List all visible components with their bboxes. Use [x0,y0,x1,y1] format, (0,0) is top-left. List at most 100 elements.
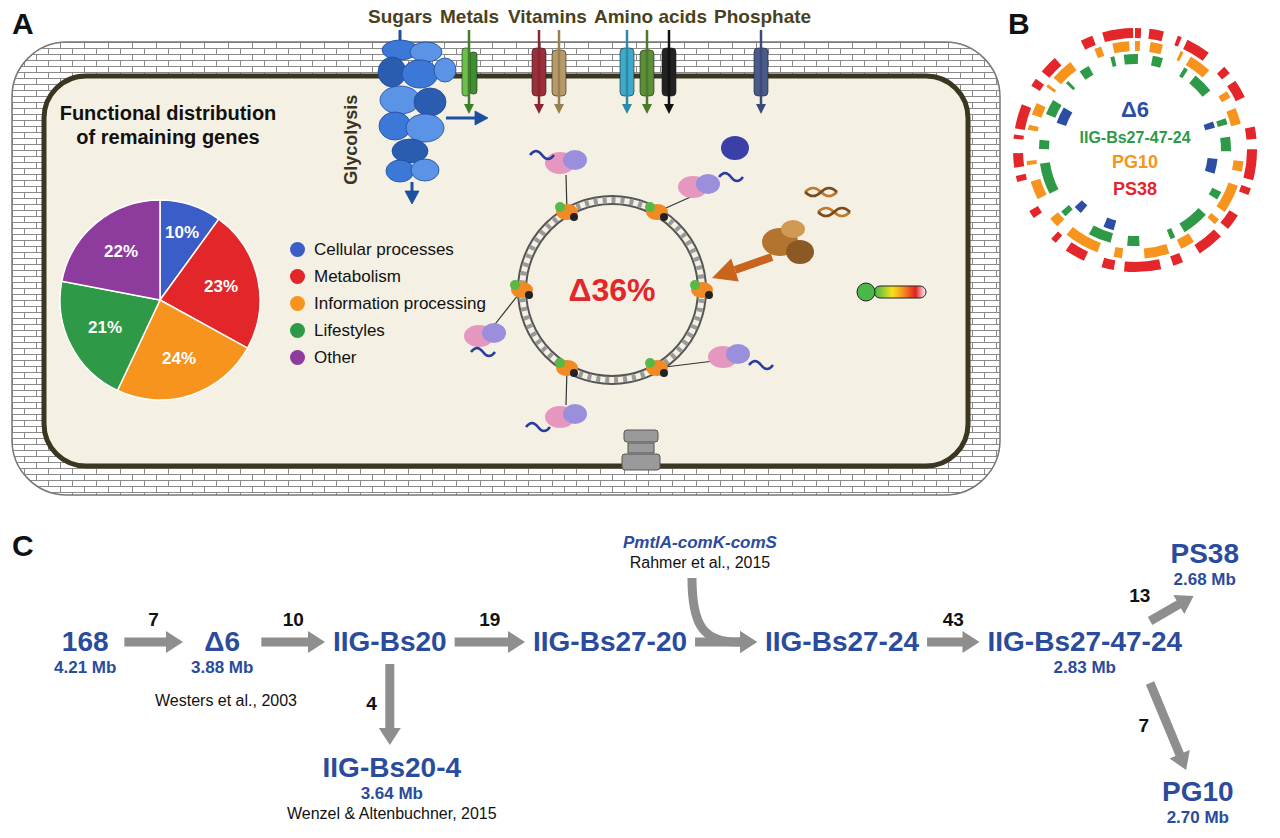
arrow-line [261,638,310,647]
arrow-line [385,664,394,730]
secretion-complex [622,430,660,470]
legend-item: Lifestyles [290,317,486,344]
legend-text: Other [314,348,357,368]
legend-text: Lifestyles [314,321,385,341]
membrane-transporters [462,48,768,96]
dna-uptake [712,188,850,281]
strain-name: IIG-Bs20 [333,626,447,658]
arrow-head [1169,750,1189,770]
substrate-label: Metals [440,6,499,29]
arrow-line [927,638,964,647]
substrate-label: Phosphate [714,6,811,29]
rna-polymerase [510,202,713,377]
strain-name: IIG-Bs27-47-24 [988,626,1183,658]
legend: Cellular processesMetabolismInformation … [290,236,486,371]
arrow-head [308,631,325,653]
genome-size: 4.21 Mb [54,658,116,678]
flow-arrow [124,631,183,653]
arrow-head [963,631,980,653]
legend-item: Cellular processes [290,236,486,263]
strain-node: Δ63.88 Mb [188,624,256,680]
strain-node: IIG-Bs27-47-242.83 Mb [985,624,1186,680]
genome-circle [518,196,706,384]
percent-label: 24% [162,349,196,369]
genome-size: 3.64 Mb [361,784,423,804]
ring-key: IIG-Bs27-47-24 [1080,128,1191,147]
ring-key: PS38 [1113,179,1157,201]
genome-size: 2.83 Mb [1054,658,1116,678]
flow-arrow [1150,595,1194,621]
citation: Westers et al., 2003 [155,691,297,710]
strain-name: 168 [62,626,109,658]
strain-node: 1684.21 Mb [51,624,119,680]
strain-node: IIG-Bs20-43.64 MbWenzel & Altenbuchner, … [284,750,500,825]
substrate-label: Sugars [368,6,432,29]
ring-key: PG10 [1112,152,1158,174]
citation: Rahmer et al., 2015 [630,553,771,572]
legend-text: Cellular processes [314,240,454,260]
legend-swatch [290,269,305,284]
ring-key: Δ6 [1121,97,1149,123]
substrate-label: Amino acids [594,6,707,29]
strain-name: IIG-Bs27-20 [533,626,687,658]
flow-arrow [927,631,979,653]
arrow-line [1150,683,1180,756]
arrow-head [166,631,183,653]
strain-node: PmtlA-comK-comSRahmer et al., 2015 [620,530,780,574]
sugar-transporter [378,30,488,204]
deletion-label: Δ36% [569,271,656,309]
substrate-label: Vitamins [508,6,587,29]
percent-label: 21% [88,318,122,338]
construct-name: PmtlA-comK-comS [623,532,777,553]
percent-label: 22% [104,242,138,262]
step-count: 7 [148,609,159,632]
flow-arrow [1150,683,1190,770]
uptake-arrows [464,30,766,114]
arrow-line [692,578,742,642]
panel-letter: B [1008,6,1030,42]
arrow-line [1150,603,1181,621]
step-count: 19 [479,609,500,632]
legend-item: Metabolism [290,263,486,290]
strain-node: PG102.70 Mb [1159,774,1237,830]
strain-name: PS38 [1171,538,1240,570]
strain-name: IIG-Bs20-4 [323,752,462,784]
pathway-label: Glycolysis [341,95,363,185]
legend-item: Other [290,344,486,371]
legend-swatch [290,296,305,311]
gauge-indicator [857,283,926,301]
arrow-head [508,631,525,653]
legend-item: Information processing [290,290,486,317]
flow-arrow [261,631,325,653]
mrna-strands [492,175,722,405]
ribosomes [464,136,773,431]
flow-arrow [692,578,757,653]
step-count: 13 [1129,585,1150,608]
flow-arrow [379,664,401,745]
genome-size: 2.70 Mb [1167,808,1229,828]
strain-name: IIG-Bs27-24 [765,626,919,658]
legend-swatch [290,242,305,257]
arrow-head [1173,595,1193,614]
cell-membrane [44,76,968,466]
genome-size: 3.88 Mb [191,658,253,678]
genome-size: 2.68 Mb [1174,570,1236,590]
step-count: 4 [366,693,377,716]
strain-node: PS382.68 Mb [1168,536,1243,592]
percent-label: 23% [204,277,238,297]
strain-node: IIG-Bs27-24 [762,624,922,660]
step-count: 10 [283,609,304,632]
legend-text: Information processing [314,294,486,314]
strain-node: IIG-Bs20 [330,624,450,660]
arrow-head [740,631,757,653]
panel-letter: C [12,528,34,564]
genome-rings [1018,33,1252,267]
step-count: 43 [943,609,964,632]
pie-chart [60,200,260,400]
legend-text: Metabolism [314,267,401,287]
arrow-head [379,728,401,745]
